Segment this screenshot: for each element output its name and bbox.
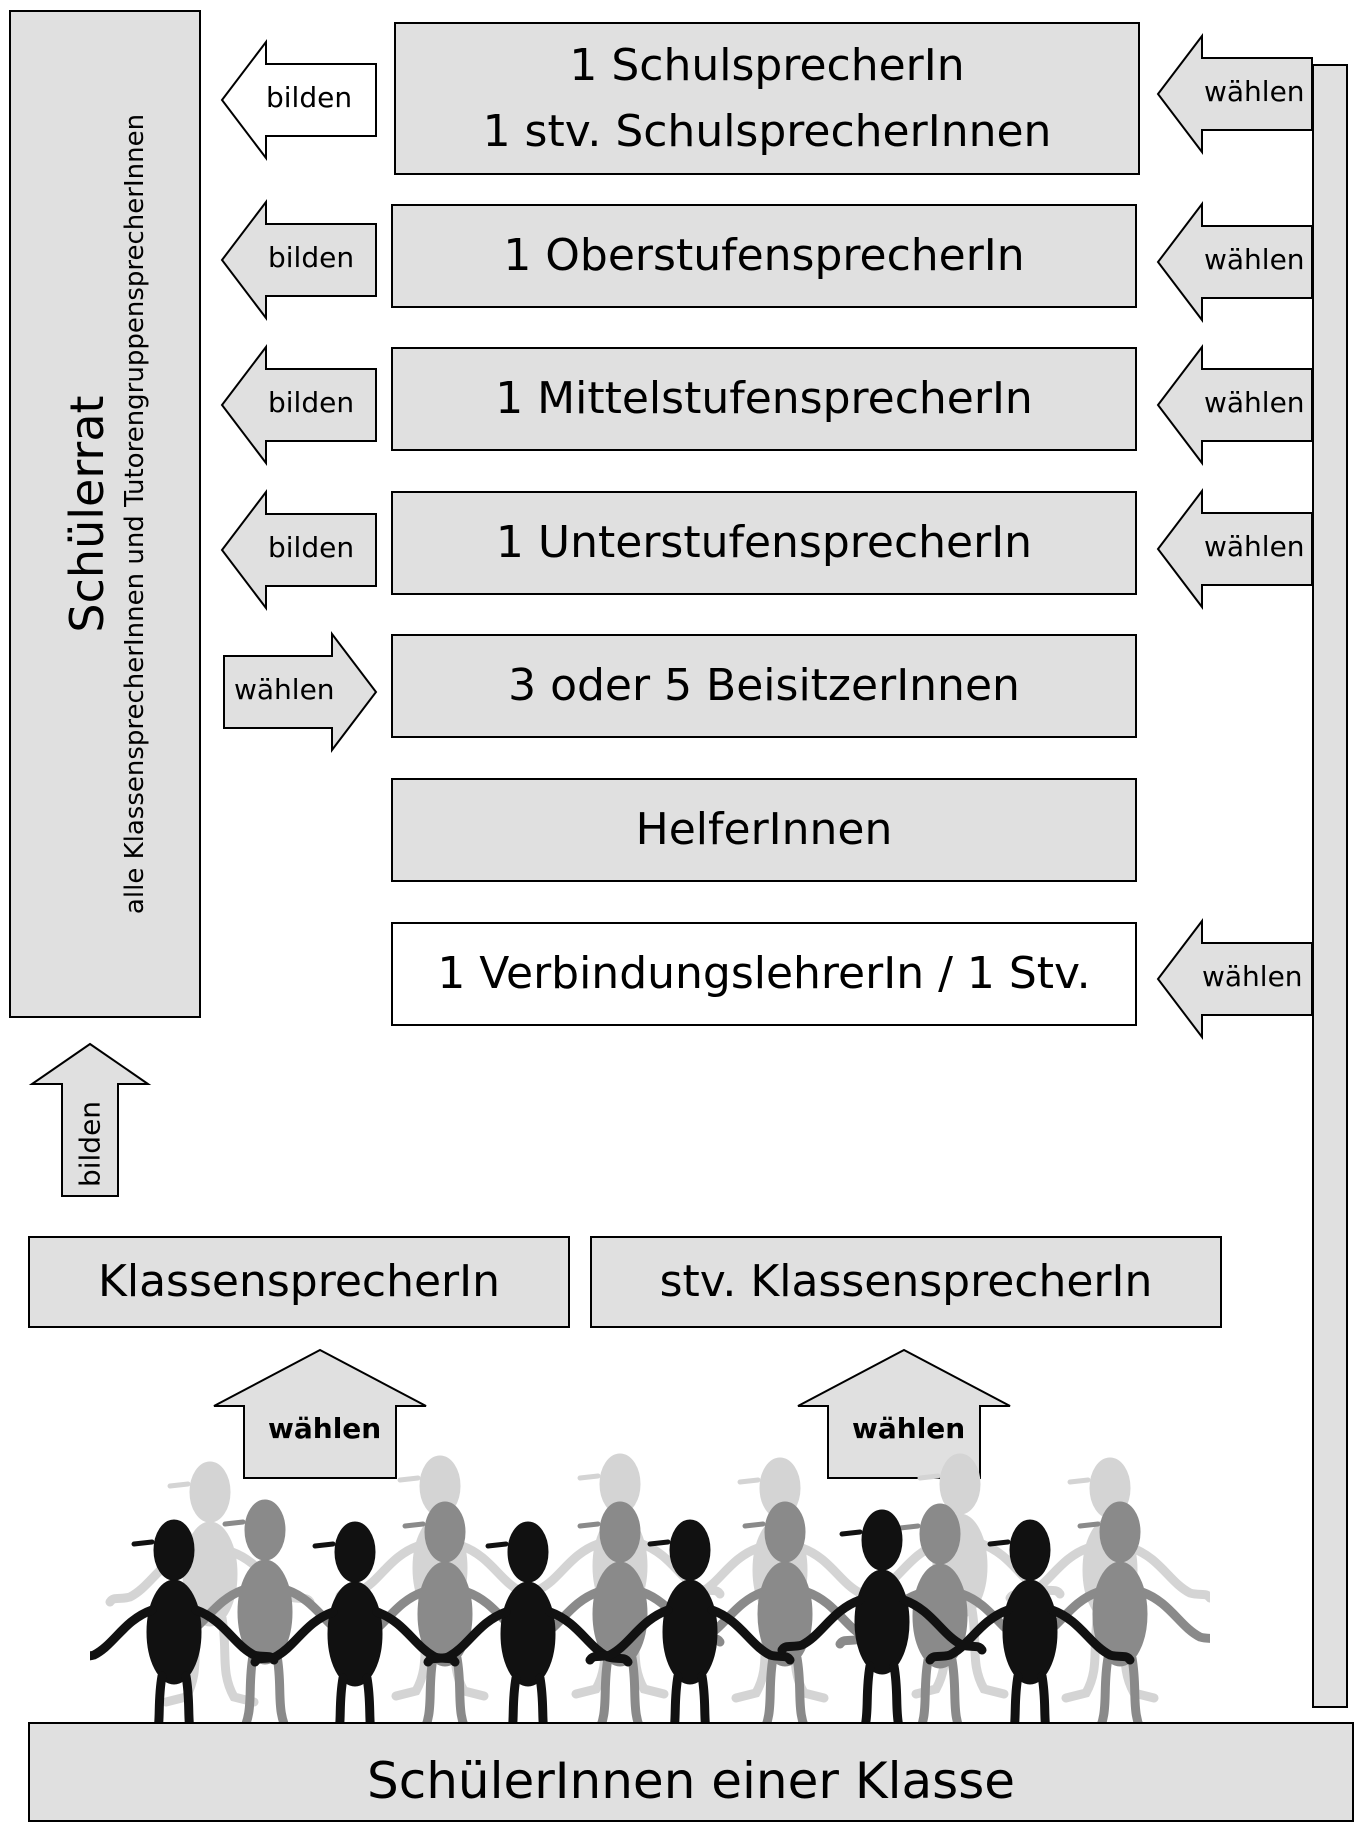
bilden-arrow-left: bilden [220, 344, 378, 466]
schulsprecher-box: 1 SchulsprecherIn 1 stv. SchulsprecherIn… [394, 22, 1140, 175]
students-figures [90, 1440, 1210, 1740]
bilden-label: bilden [266, 81, 353, 114]
bilden-arrow-up: bilden [28, 1042, 152, 1198]
waehlen-arrow-right: wählen [222, 631, 378, 753]
bilden-arrow-left: bilden [220, 39, 378, 161]
unterstufensprecher-box: 1 UnterstufensprecherIn [391, 491, 1137, 595]
waehlen-arrow-left: wählen [1156, 488, 1314, 610]
schuelerrat-subtitle: alle KlassensprecherInnen und Tutorengru… [120, 113, 150, 915]
waehlen-arrow-up: wählen [796, 1348, 1012, 1480]
waehlen-arrow-left: wählen [1156, 344, 1314, 466]
bilden-label: bilden [268, 241, 355, 274]
waehlen-arrow-left: wählen [1156, 918, 1314, 1040]
waehlen-arrow-left: wählen [1156, 33, 1314, 155]
schulsprecher-label: 1 SchulsprecherIn [569, 39, 965, 91]
waehlen-label: wählen [1204, 75, 1305, 108]
stv-schulsprecher-label: 1 stv. SchulsprecherInnen [482, 105, 1052, 157]
bilden-arrow-left: bilden [220, 489, 378, 611]
bilden-label: bilden [73, 1100, 107, 1188]
stv-klassensprecher-box: stv. KlassensprecherIn [590, 1236, 1222, 1328]
schueler-klasse-base: SchülerInnen einer Klasse [28, 1722, 1354, 1822]
bilden-arrow-left: bilden [220, 199, 378, 321]
waehlen-label: wählen [1202, 960, 1303, 993]
waehlen-arrow-up: wählen [212, 1348, 428, 1480]
beisitzer-box: 3 oder 5 BeisitzerInnen [391, 634, 1137, 738]
waehlen-label: wählen [234, 673, 335, 706]
klassensprecher-box: KlassensprecherIn [28, 1236, 570, 1328]
waehlen-label: wählen [1204, 530, 1305, 563]
verbindungslehrer-box: 1 VerbindungslehrerIn / 1 Stv. [391, 922, 1137, 1026]
election-rail [1312, 64, 1348, 1708]
schuelerrat-title: Schülerrat [60, 395, 114, 633]
waehlen-label: wählen [1204, 386, 1305, 419]
bilden-label: bilden [268, 531, 355, 564]
bilden-label: bilden [268, 386, 355, 419]
waehlen-label: wählen [268, 1412, 382, 1445]
waehlen-label: wählen [1204, 243, 1305, 276]
waehlen-label: wählen [852, 1412, 966, 1445]
mittelstufensprecher-box: 1 MittelstufensprecherIn [391, 347, 1137, 451]
waehlen-arrow-left: wählen [1156, 201, 1314, 323]
helfer-box: HelferInnen [391, 778, 1137, 882]
schuelerrat-box: Schülerrat alle KlassensprecherInnen und… [9, 10, 201, 1018]
oberstufensprecher-box: 1 OberstufensprecherIn [391, 204, 1137, 308]
